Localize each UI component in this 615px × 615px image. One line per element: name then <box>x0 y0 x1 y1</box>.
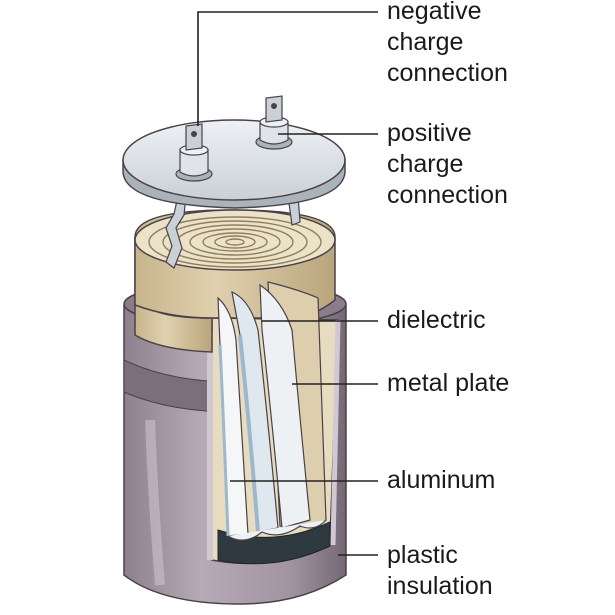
leader-lines <box>197 11 378 556</box>
unrolled-sheets <box>217 281 327 541</box>
label-negative-charge-connection: negative charge connection <box>387 0 508 87</box>
label-aluminum: aluminum <box>387 466 496 494</box>
label-metal-plate: metal plate <box>387 369 510 397</box>
label-plastic-insulation: plastic insulation <box>387 541 493 600</box>
negative-terminal <box>175 123 213 182</box>
leader-negative <box>197 11 378 126</box>
positive-terminal <box>255 95 293 150</box>
label-dielectric: dielectric <box>387 306 486 334</box>
dielectric-roll <box>134 209 336 353</box>
label-positive-charge-connection: positive charge connection <box>387 119 508 209</box>
